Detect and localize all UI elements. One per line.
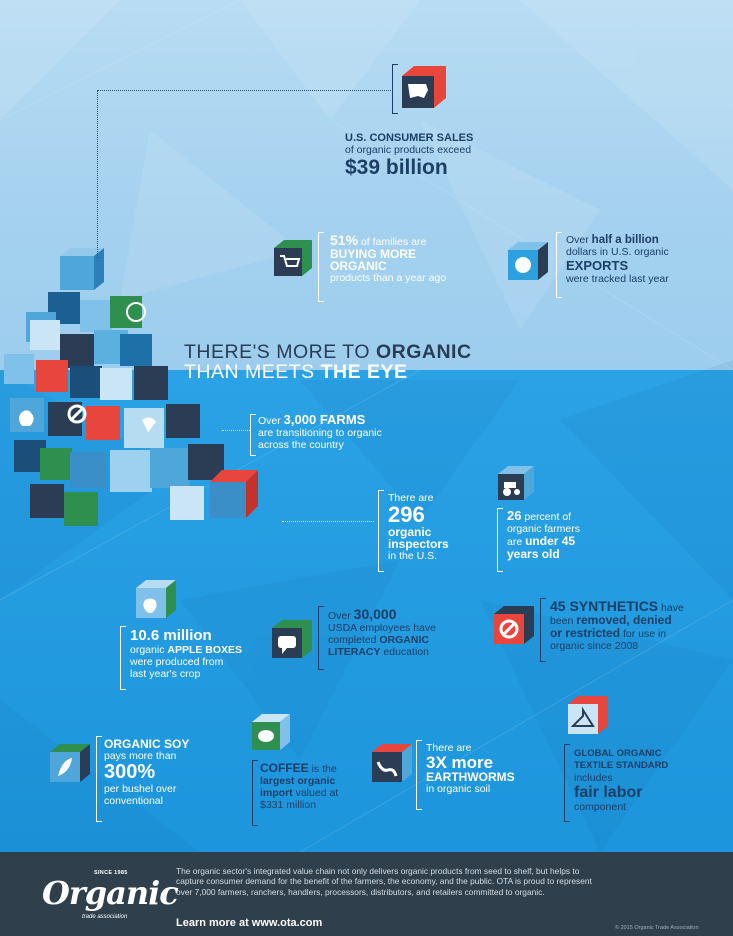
inspectors-stat: There are 296 organic inspectors in the … xyxy=(388,492,449,562)
coffee-stat: COFFEE is the largest organic import val… xyxy=(260,761,339,811)
footer xyxy=(0,852,733,936)
globe-icon xyxy=(508,242,548,280)
consumer-sales-stat: U.S. CONSUMER SALES of organic products … xyxy=(345,132,474,179)
cube-cluster xyxy=(4,248,258,526)
usa-map-icon xyxy=(402,66,446,108)
synthetics-stat: 45 SYNTHETICS have been removed, denied … xyxy=(550,598,684,652)
connector-line xyxy=(97,90,98,258)
footer-description: The organic sector's integrated value ch… xyxy=(176,866,592,897)
prohibited-icon xyxy=(67,404,87,424)
tractor-icon xyxy=(498,466,534,500)
apple-boxes-stat: 10.6 million organic APPLE BOXES were pr… xyxy=(130,627,243,681)
connector-line xyxy=(97,90,393,91)
families-stat: 51% of families are BUYING MORE ORGANIC … xyxy=(330,232,447,284)
ota-logo[interactable]: SINCE 1985 Organic trade association xyxy=(42,870,179,920)
apple-icon xyxy=(136,580,176,618)
exports-stat: Over half a billion dollars in U.S. orga… xyxy=(566,234,669,285)
prohibited-icon xyxy=(494,606,534,644)
earthworms-stat: There are 3X more EARTHWORMS in organic … xyxy=(426,742,515,795)
soy-stat: ORGANIC SOY pays more than 300% per bush… xyxy=(104,737,190,807)
textile-stat: GLOBAL ORGANIC TEXTILE STANDARD includes… xyxy=(574,748,669,813)
farms-stat: Over 3,000 FARMS are transitioning to or… xyxy=(258,412,382,451)
shopping-cart-icon xyxy=(274,240,312,276)
connector-line xyxy=(282,521,374,522)
coffee-bean-icon xyxy=(252,714,290,750)
soybean-icon xyxy=(50,744,90,782)
gear-icon xyxy=(126,302,146,322)
farmers-age-stat: 26 percent of organic farmers are under … xyxy=(507,508,580,561)
main-headline: THERE'S MORE TO ORGANIC THAN MEETS THE E… xyxy=(184,341,472,383)
copyright: © 2015 Organic Trade Association xyxy=(615,925,699,931)
usda-stat: Over 30,000 USDA employees have complete… xyxy=(328,606,436,658)
connector-line xyxy=(222,430,250,431)
speech-bubble-icon xyxy=(272,620,312,658)
apple-icon xyxy=(19,410,34,426)
earthworm-icon xyxy=(372,744,412,782)
hanger-icon xyxy=(568,696,608,734)
website-link[interactable]: Learn more at www.ota.com xyxy=(176,917,323,929)
